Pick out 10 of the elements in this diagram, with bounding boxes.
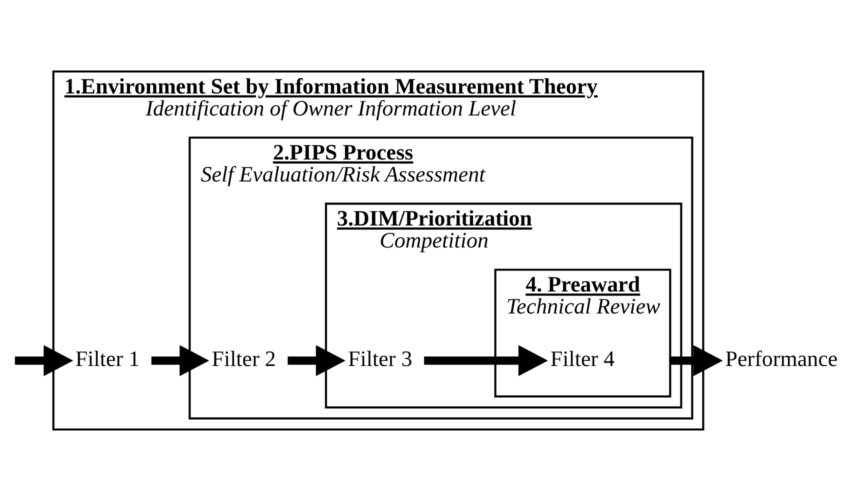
node-text: Filter 4	[550, 346, 615, 371]
node-text: Filter 3	[348, 346, 412, 371]
arrow	[424, 345, 548, 376]
arrow	[670, 345, 723, 376]
arrow	[14, 345, 74, 376]
node-text: Performance	[725, 346, 838, 371]
arrow	[151, 345, 210, 376]
node-text: Filter 1	[75, 346, 140, 371]
node-text: Filter 2	[212, 346, 276, 371]
arrow	[288, 345, 346, 376]
